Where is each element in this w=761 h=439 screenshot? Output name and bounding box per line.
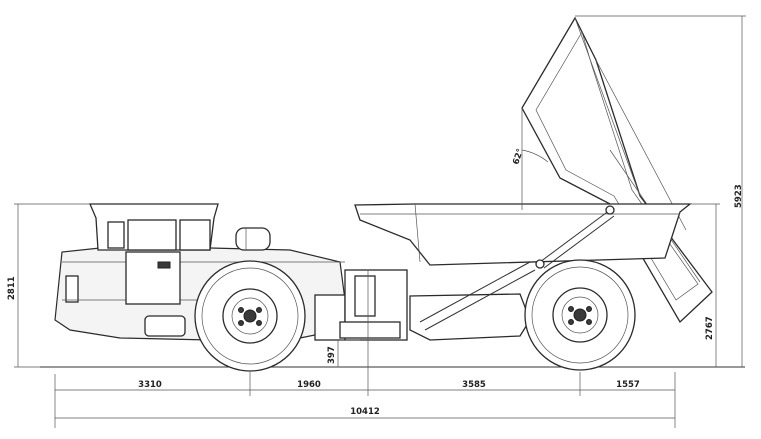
front-overhang-label: 3310 xyxy=(138,380,162,390)
articulation-to-rear-axle-label: 3585 xyxy=(462,380,486,390)
air-cleaner xyxy=(235,227,271,251)
dim-ground-clearance: 397 xyxy=(327,339,360,367)
front-wheel xyxy=(194,260,306,372)
front-to-articulation-label: 1960 xyxy=(297,380,321,390)
articulation-joint xyxy=(339,205,615,341)
dump-height-label: 5923 xyxy=(734,184,744,208)
box-height-label: 2767 xyxy=(705,316,715,340)
ground-clearance-label: 397 xyxy=(327,346,337,364)
rear-wheel xyxy=(524,259,636,371)
operator-cab xyxy=(89,203,219,305)
dim-dump-height: 5923 xyxy=(575,15,746,367)
dim-segments xyxy=(54,270,676,428)
overall-height-label: 2811 xyxy=(7,276,17,300)
overall-length-label: 10412 xyxy=(350,407,380,417)
dump-angle-label: 62° xyxy=(511,148,525,166)
rear-overhang-label: 1557 xyxy=(616,380,640,390)
dim-box-height: 2767 xyxy=(690,203,720,367)
dump-angle-marker: 62° xyxy=(511,108,549,210)
lowered-dump-box xyxy=(354,203,692,266)
dim-overall-height: 2811 xyxy=(7,203,90,368)
